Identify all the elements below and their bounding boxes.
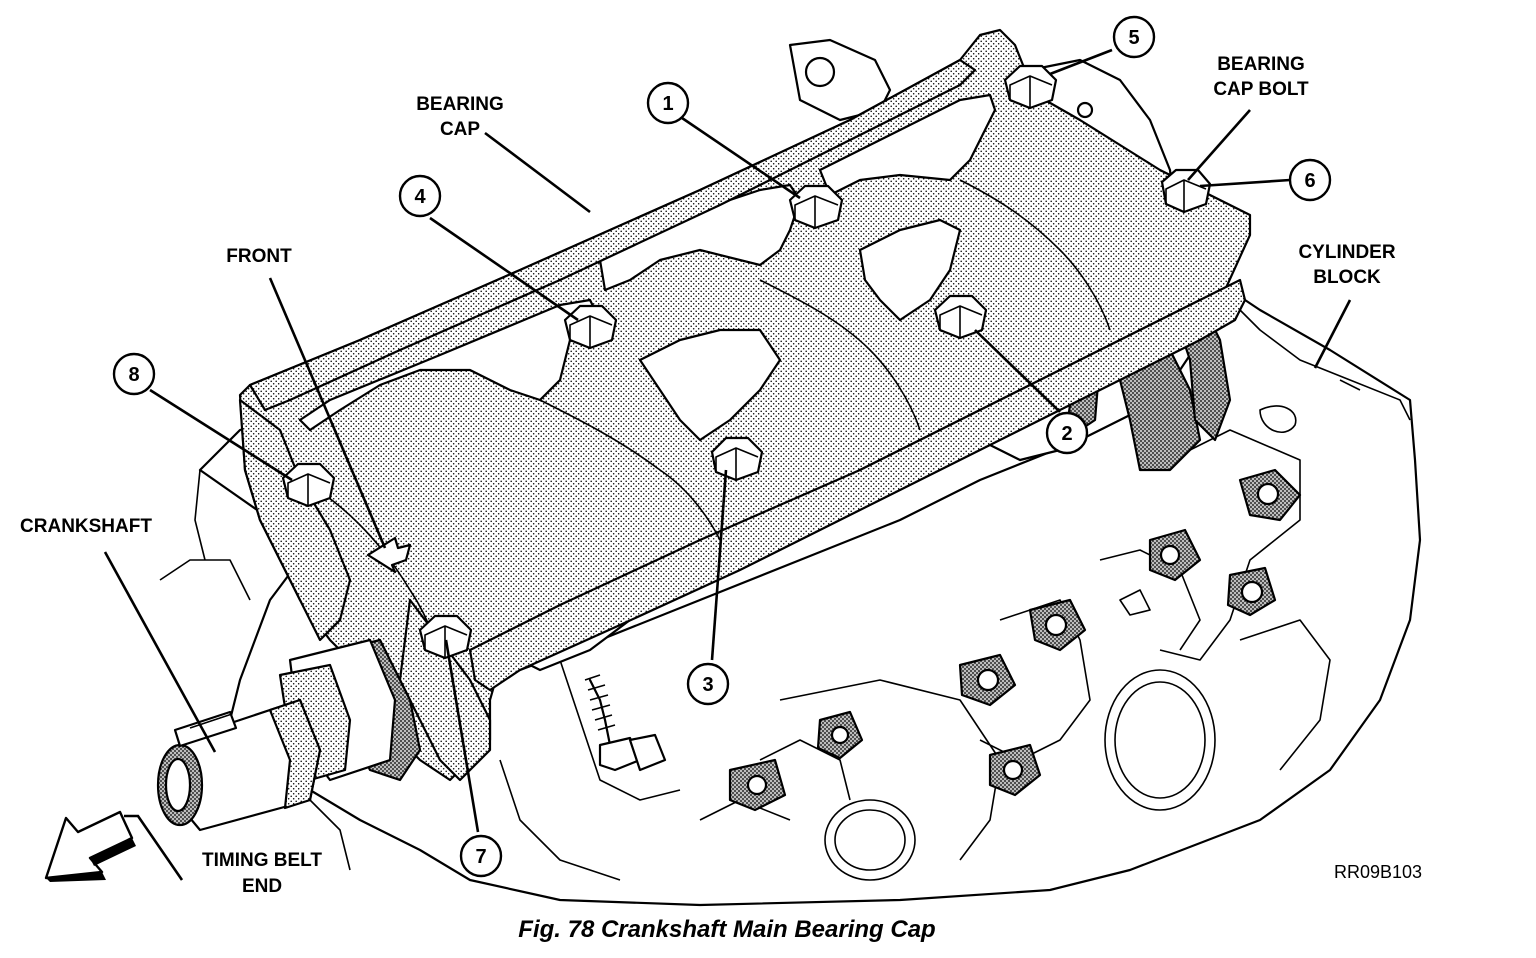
callout-8-label: 8 <box>128 364 139 386</box>
bolt-head-6 <box>1160 168 1212 214</box>
label-cylinder-block-line1: CYLINDER <box>1298 242 1395 263</box>
callout-7: 7 <box>459 834 503 878</box>
callout-4: 4 <box>398 174 442 218</box>
bolt-head-7 <box>418 614 473 660</box>
block-bosses <box>728 468 1302 812</box>
label-front: FRONT <box>226 246 292 267</box>
callout-2-label: 2 <box>1061 423 1072 445</box>
label-timing-belt-end-line1: TIMING BELT <box>202 850 322 871</box>
callout-8: 8 <box>112 352 156 396</box>
label-timing-belt-end-line2: END <box>242 876 282 897</box>
label-cylinder-block-line2: BLOCK <box>1313 267 1381 288</box>
label-bearing-cap-line2: CAP <box>440 119 480 140</box>
cylinder-block <box>159 38 1422 907</box>
callout-1: 1 <box>646 81 690 125</box>
bolt-head-3 <box>710 436 764 482</box>
bolt-head-4 <box>563 304 618 350</box>
bolt-number-callouts: 1 2 3 4 5 6 7 8 <box>112 15 1332 878</box>
label-bearing-cap-bolt-line1: BEARING <box>1217 54 1305 75</box>
part-labels: BEARING CAP BEARING CAP BOLT CYLINDER BL… <box>20 54 1396 897</box>
callout-4-label: 4 <box>414 186 426 208</box>
figure-caption: Fig. 78 Crankshaft Main Bearing Cap <box>518 916 935 943</box>
bolt-head-5 <box>1003 64 1058 110</box>
bearing-cap <box>238 28 1252 782</box>
callout-1-label: 1 <box>662 93 673 115</box>
bolt-head-2 <box>933 294 988 340</box>
bearing-cap-bolts <box>281 64 1212 660</box>
figure-code: RR09B103 <box>1334 862 1422 882</box>
callout-7-label: 7 <box>475 846 486 868</box>
timing-belt-direction-arrow <box>44 810 136 882</box>
label-crankshaft: CRANKSHAFT <box>20 516 152 537</box>
callout-2: 2 <box>1045 411 1089 455</box>
label-bearing-cap-bolt-line2: CAP BOLT <box>1213 79 1309 100</box>
crankshaft-snout <box>156 638 422 832</box>
bolt-head-8 <box>281 462 336 508</box>
callout-3-label: 3 <box>702 674 713 696</box>
callout-5-label: 5 <box>1128 27 1139 49</box>
bolt-head-1 <box>788 184 844 230</box>
callout-5: 5 <box>1112 15 1156 59</box>
callout-3: 3 <box>686 662 730 706</box>
leader-lines <box>103 48 1352 881</box>
callout-6-label: 6 <box>1304 170 1315 192</box>
callout-6: 6 <box>1288 158 1332 202</box>
label-bearing-cap-line1: BEARING <box>416 94 504 115</box>
